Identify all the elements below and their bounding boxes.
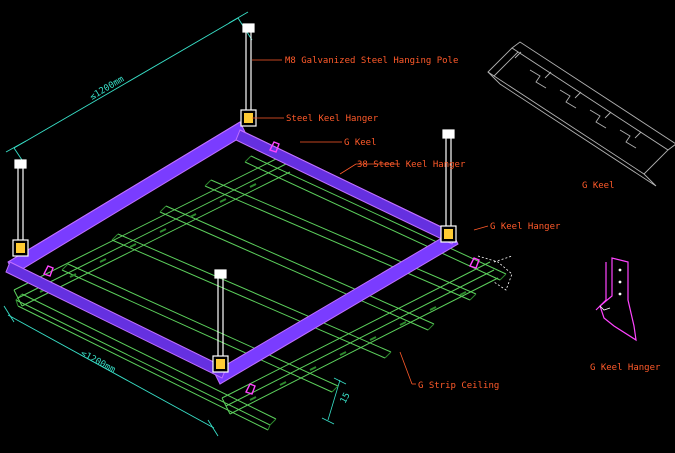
- g-keel-hanger-detail-label: G Keel Hanger: [590, 363, 661, 373]
- pole: [12, 159, 29, 257]
- strip-end-caps: [15, 155, 507, 431]
- strip: [159, 205, 435, 331]
- g-strip-ceiling-label: G Strip Ceiling: [418, 381, 499, 391]
- g-keel-hanger-label: G Keel Hanger: [490, 222, 561, 232]
- main-keel-front: [235, 129, 457, 245]
- strip: [15, 293, 277, 431]
- corner-hanger-detail: [477, 255, 513, 291]
- leader-lines: [252, 59, 489, 385]
- main-keel-left: [7, 121, 247, 275]
- steel-keel-hanger-38-label: 38 Steel Keel Hanger: [357, 160, 466, 170]
- hanging-poles: [12, 23, 457, 373]
- g-keel-detail-label: G Keel: [582, 181, 615, 191]
- hanging-pole-label: M8 Galvanized Steel Hanging Pole: [285, 56, 458, 66]
- bottom-dimension: [3, 305, 219, 437]
- top-dimension-text: ≤1200mm: [88, 74, 126, 102]
- bottom-dimension-text: ≤1200mm: [79, 349, 117, 376]
- top-dimension: [5, 11, 253, 164]
- keel-hanger-clips: [43, 141, 480, 395]
- g-keel-right: [221, 261, 499, 415]
- strip: [61, 263, 339, 393]
- pole: [212, 269, 229, 373]
- pole: [240, 23, 257, 127]
- g-keel-slots: [39, 183, 467, 401]
- steel-keel-hanger-label: Steel Keel Hanger: [286, 114, 379, 124]
- g-keel-detail: [487, 41, 675, 187]
- strip-gap-text: 15: [339, 391, 353, 405]
- g-keel-label: G Keel: [344, 138, 377, 148]
- g-keel-left: [13, 155, 291, 307]
- g-keel-hanger-detail: [595, 257, 637, 342]
- ceiling-strips: [15, 155, 507, 431]
- strip: [204, 179, 477, 301]
- main-keel-right: [213, 231, 459, 385]
- main-keel-back: [5, 261, 227, 379]
- strip: [244, 155, 507, 281]
- pole: [440, 129, 457, 243]
